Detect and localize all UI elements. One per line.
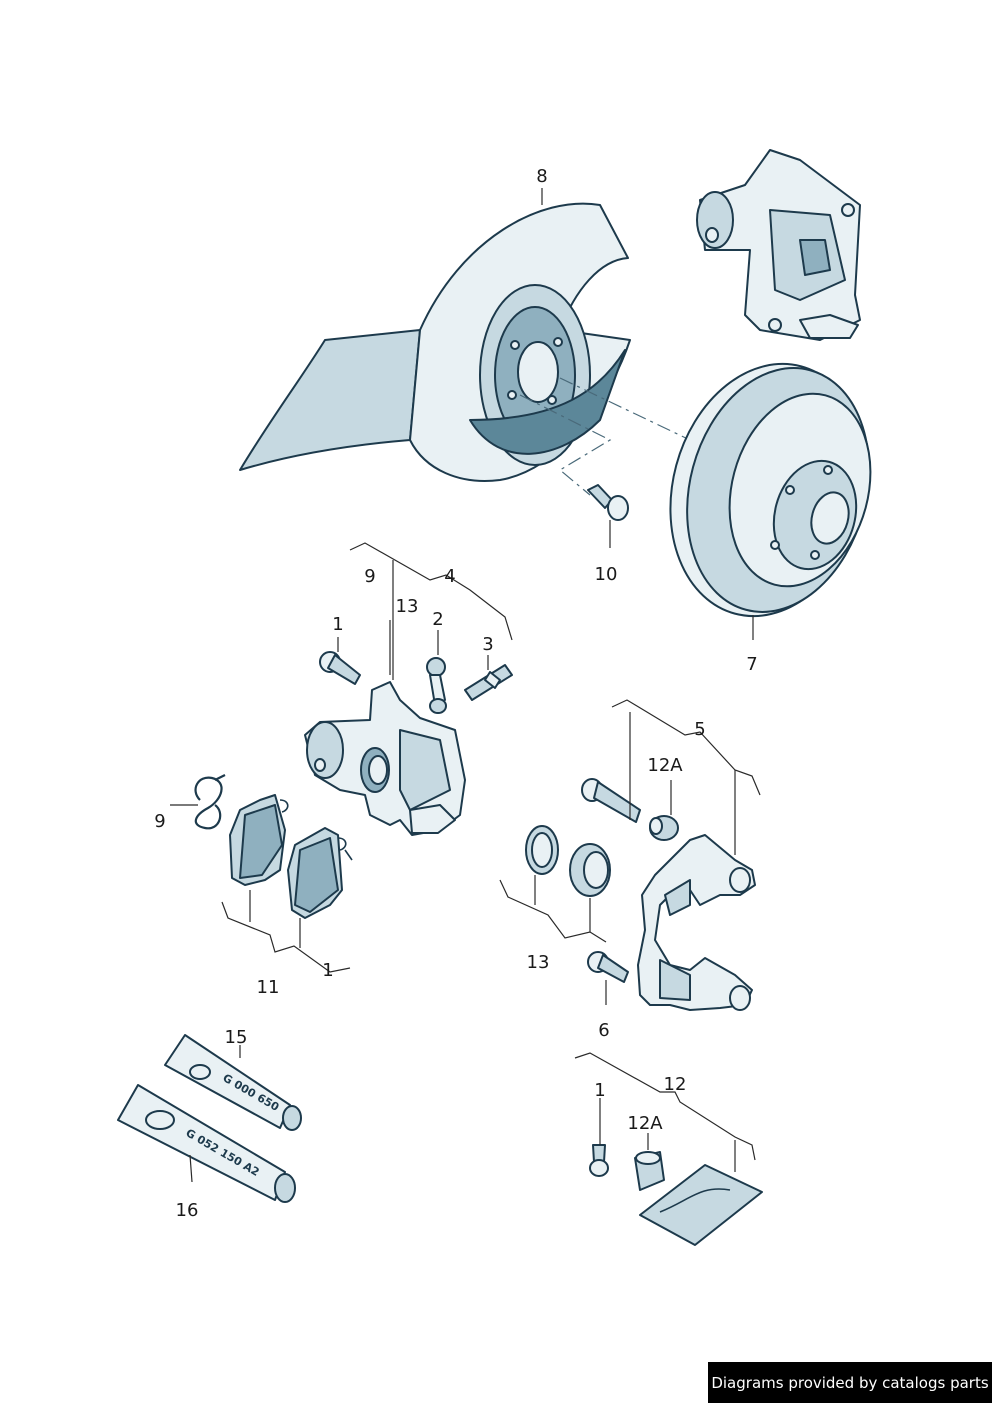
grease-sachet-part — [639, 1164, 763, 1246]
backing-plate-part — [239, 202, 631, 482]
callout-1c: 1 — [594, 1080, 605, 1101]
leader-lines — [170, 188, 761, 1183]
credit-text: Diagrams provided by catalogs parts — [711, 1373, 989, 1392]
bleeder-valve-3-part — [464, 664, 513, 701]
callout-10: 10 — [595, 564, 618, 585]
screw-10-part — [587, 484, 629, 521]
callout-9b: 9 — [154, 811, 165, 832]
callout-15: 15 — [225, 1027, 248, 1048]
callout-12a-a: 12A — [647, 755, 683, 776]
guide-bolt-5-part — [581, 778, 641, 823]
bolt-6-part — [587, 951, 629, 983]
callout-3: 3 — [482, 634, 493, 655]
bushing-12a-part — [649, 815, 679, 841]
brake-pads-part — [229, 794, 353, 919]
caliper-center-part — [304, 681, 466, 836]
callout-13a: 13 — [396, 596, 419, 617]
callout-1a: 1 — [332, 614, 343, 635]
callout-11: 11 — [257, 977, 280, 998]
callout-6: 6 — [598, 1020, 609, 1041]
callout-9a: 9 — [364, 566, 375, 587]
screw-1c-part — [589, 1144, 609, 1177]
center-lines — [519, 377, 691, 496]
caliper-top-part — [696, 149, 861, 341]
bushing-12a-kit-part — [634, 1151, 665, 1191]
seal-rings-13-part — [525, 825, 611, 897]
callout-7: 7 — [746, 654, 757, 675]
brake-disc-part — [669, 362, 872, 618]
callout-13b: 13 — [527, 952, 550, 973]
callout-2: 2 — [432, 609, 443, 630]
callout-labels: 8 10 7 9 4 13 1 2 3 9 11 1 5 12A 13 6 15… — [154, 166, 757, 1221]
callout-8: 8 — [536, 166, 547, 187]
callout-12: 12 — [664, 1074, 687, 1095]
caliper-carrier-part — [637, 834, 756, 1011]
callout-5: 5 — [694, 719, 705, 740]
bolt-2-part — [426, 657, 447, 714]
callout-1b: 1 — [322, 960, 333, 981]
bolt-1a-part — [319, 651, 361, 685]
callout-4: 4 — [444, 566, 455, 587]
callout-16: 16 — [176, 1200, 199, 1221]
callout-12a-b: 12A — [627, 1113, 663, 1134]
credit-footer: Diagrams provided by catalogs parts — [708, 1362, 992, 1403]
spring-9-part — [194, 774, 226, 830]
